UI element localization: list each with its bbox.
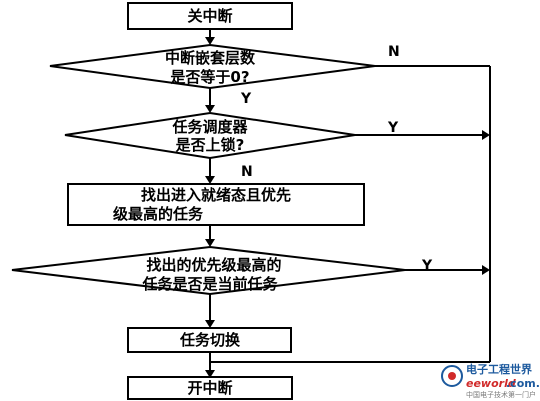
find-ready-line2: 级最高的任务 <box>113 205 204 223</box>
arrow-lock-to-find <box>205 176 215 184</box>
enable-interrupt-node: 开中断 <box>127 376 293 400</box>
enable-interrupt-label: 开中断 <box>187 379 232 397</box>
lock-check-line2: 是否上锁? <box>175 136 245 154</box>
arrow-find-to-current <box>205 239 215 247</box>
nesting-check-line1: 中断嵌套层数 <box>165 49 256 67</box>
arrow-nesting-to-lock <box>205 105 215 113</box>
current-yes-label: Y <box>421 258 433 274</box>
watermark-logo: 电子工程世界 eeworld .com.cn 中国电子技术第一门户 <box>441 362 540 399</box>
watermark-tagline: 中国电子技术第一门户 <box>466 390 536 399</box>
current-check-line2: 任务是否是当前任务 <box>141 275 278 293</box>
watermark-brand-en: eeworld <box>466 377 516 390</box>
lock-check-line1: 任务调度器 <box>171 118 248 136</box>
find-ready-line1: 找出进入就绪态且优先 <box>141 186 291 204</box>
lock-no-label: N <box>241 164 253 180</box>
nesting-check-node: 中断嵌套层数 是否等于0? <box>49 43 376 90</box>
arrow-current-yes <box>482 265 490 275</box>
disable-interrupt-node: 关中断 <box>127 2 293 30</box>
task-switch-label: 任务切换 <box>179 331 241 349</box>
current-check-line1: 找出的优先级最高的 <box>146 256 281 274</box>
arrow-to-enable <box>205 370 215 378</box>
disable-interrupt-label: 关中断 <box>187 7 232 25</box>
nesting-yes-label: Y <box>240 91 252 107</box>
lock-check-node: 任务调度器 是否上锁? <box>64 111 356 160</box>
nesting-check-line2: 是否等于0? <box>169 68 249 86</box>
watermark-brand-cn: 电子工程世界 <box>466 362 532 376</box>
find-ready-task-node: 找出进入就绪态且优先 级最高的任务 <box>67 183 365 226</box>
lock-yes-label: Y <box>387 120 399 136</box>
arrow-current-to-switch <box>205 320 215 328</box>
task-switch-node: 任务切换 <box>127 327 292 353</box>
watermark-dot-icon <box>448 372 456 380</box>
current-task-check-node: 找出的优先级最高的 任务是否是当前任务 <box>11 245 406 296</box>
arrow-lock-yes <box>482 130 490 140</box>
arrow-disable-to-nesting <box>205 37 215 45</box>
nesting-no-label: N <box>388 44 400 60</box>
watermark-brand-suffix: .com.cn <box>506 377 540 390</box>
